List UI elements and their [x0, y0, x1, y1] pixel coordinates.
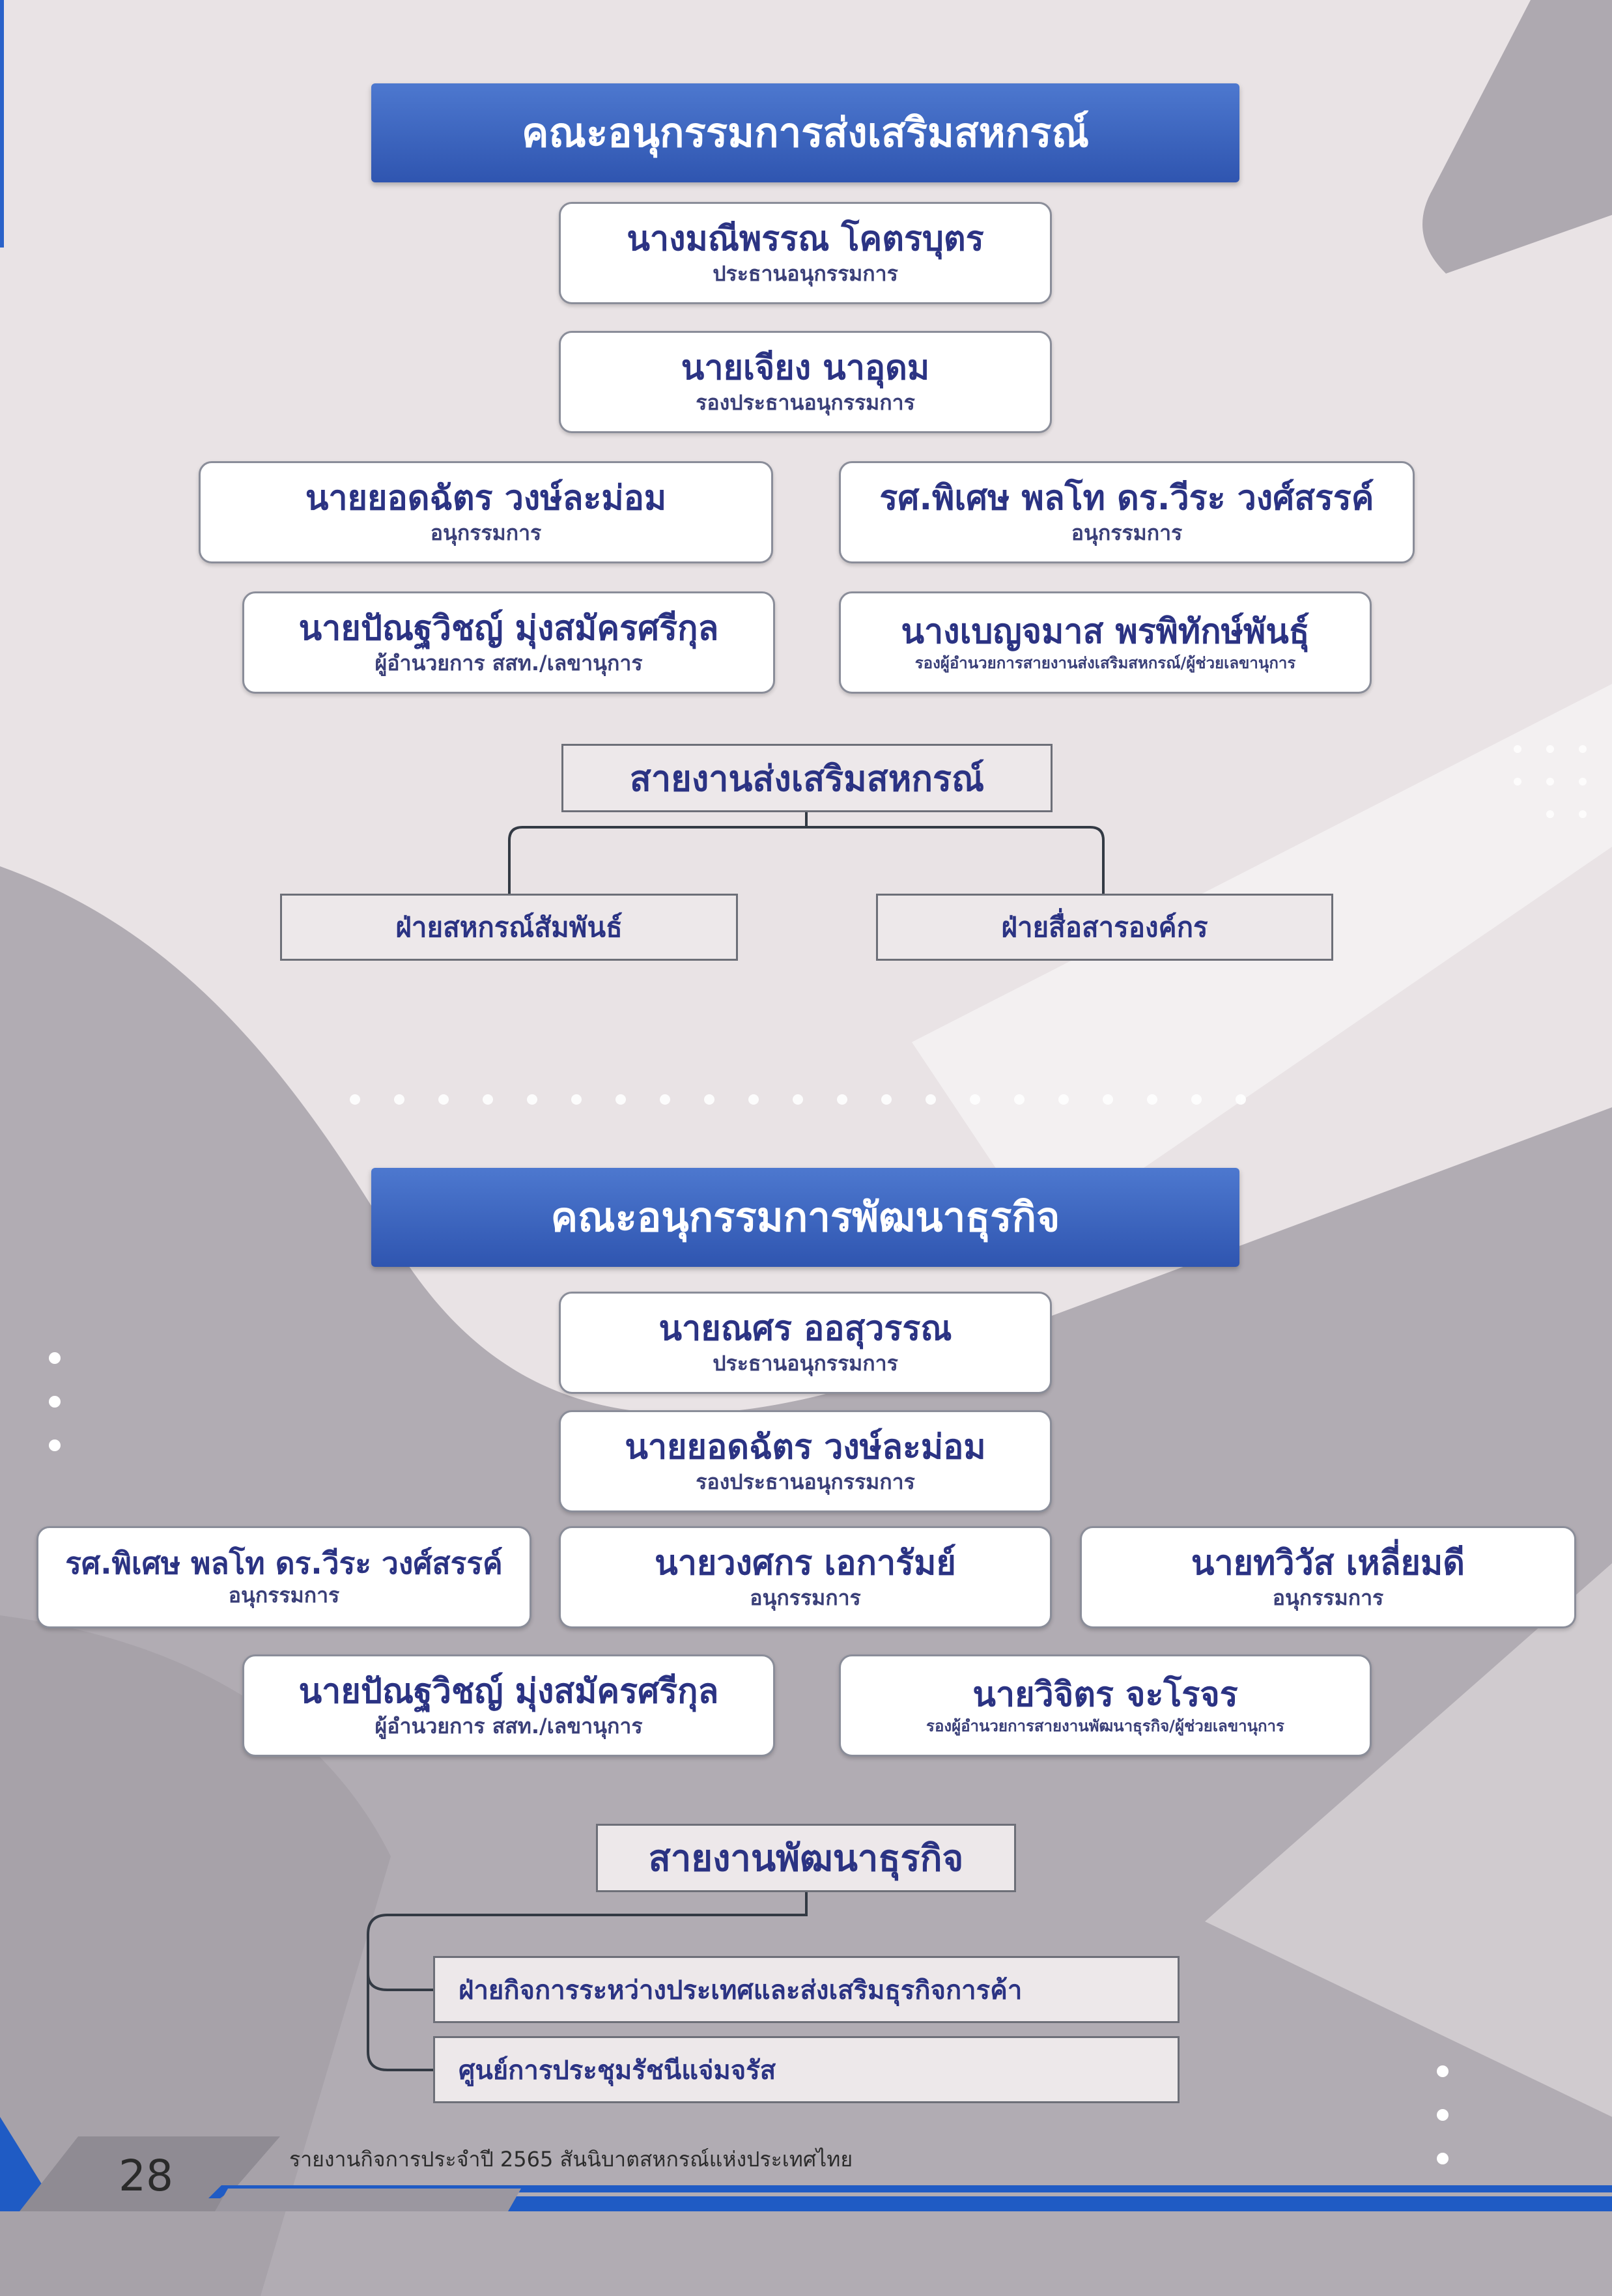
division-box: สายงานพัฒนาธุรกิจ — [596, 1824, 1016, 1892]
unit-box: ศูนย์การประชุมรัชนีแจ่มจรัส — [433, 2036, 1180, 2103]
section-title-banner: คณะอนุกรรมการส่งเสริมสหกรณ์ — [371, 83, 1239, 182]
unit-box: ฝ่ายสหกรณ์สัมพันธ์ — [280, 894, 738, 961]
section-title-banner: คณะอนุกรรมการพัฒนาธุรกิจ — [371, 1168, 1239, 1267]
member-role: รองประธานอนุกรรมการ — [696, 390, 915, 416]
member-role: ผู้อำนวยการ สสท./เลขานุการ — [375, 1714, 643, 1739]
member-name: นายปัณฐวิชญ์ มุ่งสมัครศรีกุล — [298, 609, 719, 649]
member-card-vice-chair: นายยอดฉัตร วงษ์ละม่อม รองประธานอนุกรรมกา… — [559, 1410, 1052, 1512]
member-name: รศ.พิเศษ พลโท ดร.วีระ วงศ์สรรค์ — [879, 479, 1374, 518]
member-name: นายวิจิตร จะโรจร — [972, 1675, 1238, 1715]
member-name: นายยอดฉัตร วงษ์ละม่อม — [305, 479, 667, 518]
member-role: รองประธานอนุกรรมการ — [696, 1469, 915, 1495]
member-card: นายทวิวัส เหลี่ยมดี อนุกรรมการ — [1080, 1526, 1576, 1628]
member-role: รองผู้อำนวยการสายงานพัฒนาธุรกิจ/ผู้ช่วยเ… — [926, 1717, 1284, 1736]
member-card-vice-chair: นายเจียง นาอุดม รองประธานอนุกรรมการ — [559, 331, 1052, 433]
member-role: อนุกรรมการ — [430, 520, 542, 546]
member-name: นายณศร ออสุวรรณ — [658, 1309, 952, 1349]
member-card-secretary: นายปัณฐวิชญ์ มุ่งสมัครศรีกุล ผู้อำนวยการ… — [242, 591, 775, 694]
member-name: นางเบญจมาส พรพิทักษ์พันธุ์ — [901, 612, 1310, 652]
member-role: อนุกรรมการ — [750, 1585, 861, 1611]
member-role: ประธานอนุกรรมการ — [713, 261, 898, 287]
member-card-secretary: นายปัณฐวิชญ์ มุ่งสมัครศรีกุล ผู้อำนวยการ… — [242, 1654, 775, 1757]
member-role: ผู้อำนวยการ สสท./เลขานุการ — [375, 651, 643, 676]
unit-box: ฝ่ายสื่อสารองค์กร — [876, 894, 1333, 961]
member-name: นายทวิวัส เหลี่ยมดี — [1191, 1544, 1465, 1583]
member-card-chair: นางมณีพรรณ โคตรบุตร ประธานอนุกรรมการ — [559, 202, 1052, 304]
member-card: นายยอดฉัตร วงษ์ละม่อม อนุกรรมการ — [199, 461, 773, 563]
member-card-chair: นายณศร ออสุวรรณ ประธานอนุกรรมการ — [559, 1292, 1052, 1394]
member-card-assistant-secretary: นายวิจิตร จะโรจร รองผู้อำนวยการสายงานพัฒ… — [839, 1654, 1372, 1757]
member-role: อนุกรรมการ — [228, 1583, 340, 1608]
member-card: นายวงศกร เอการัมย์ อนุกรรมการ — [559, 1526, 1052, 1628]
member-role: รองผู้อำนวยการสายงานส่งเสริมสหกรณ์/ผู้ช่… — [914, 654, 1296, 673]
member-card-assistant-secretary: นางเบญจมาส พรพิทักษ์พันธุ์ รองผู้อำนวยกา… — [839, 591, 1372, 694]
member-card: รศ.พิเศษ พลโท ดร.วีระ วงศ์สรรค์ อนุกรรมก… — [36, 1526, 531, 1628]
member-name: นายเจียง นาอุดม — [681, 348, 930, 388]
unit-box: ฝ่ายกิจการระหว่างประเทศและส่งเสริมธุรกิจ… — [433, 1956, 1180, 2023]
page-number: 28 — [119, 2151, 173, 2201]
report-title: รายงานกิจการประจำปี 2565 สันนิบาตสหกรณ์แ… — [289, 2147, 853, 2172]
member-name: นายปัณฐวิชญ์ มุ่งสมัครศรีกุล — [298, 1672, 719, 1712]
member-name: รศ.พิเศษ พลโท ดร.วีระ วงศ์สรรค์ — [65, 1545, 503, 1581]
member-role: ประธานอนุกรรมการ — [713, 1351, 898, 1376]
member-role: อนุกรรมการ — [1071, 520, 1183, 546]
member-name: นายวงศกร เอการัมย์ — [655, 1544, 956, 1583]
member-name: นายยอดฉัตร วงษ์ละม่อม — [625, 1428, 986, 1467]
member-name: นางมณีพรรณ โคตรบุตร — [627, 220, 984, 259]
member-role: อนุกรรมการ — [1272, 1585, 1384, 1611]
member-card: รศ.พิเศษ พลโท ดร.วีระ วงศ์สรรค์ อนุกรรมก… — [839, 461, 1415, 563]
division-box: สายงานส่งเสริมสหกรณ์ — [561, 744, 1053, 812]
